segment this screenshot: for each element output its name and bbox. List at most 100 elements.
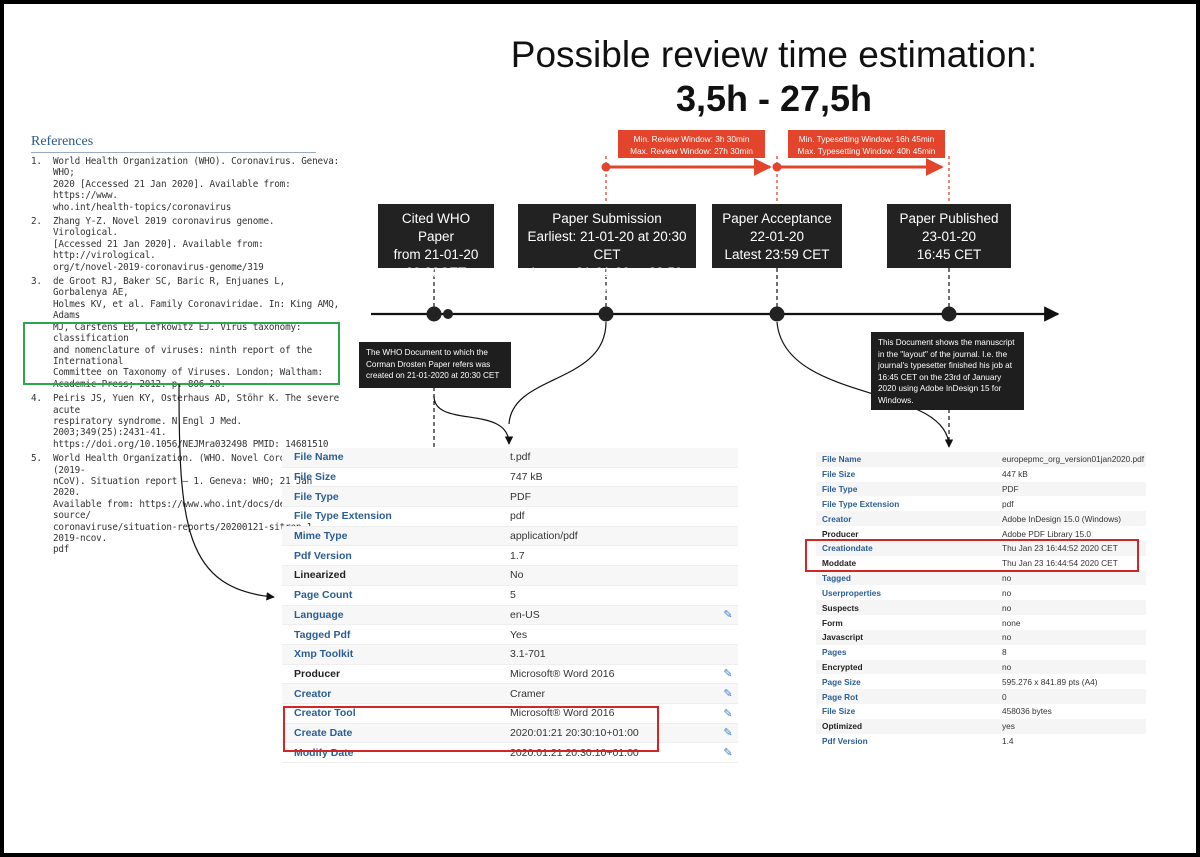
metadata-key: Page Size <box>822 676 861 687</box>
metadata-key: Tagged Pdf <box>282 624 510 645</box>
metadata-key: Creator <box>282 683 510 704</box>
reference-number: 5. <box>31 453 42 465</box>
metadata-value: No <box>510 565 718 586</box>
metadata-key: Optimized <box>816 718 1002 734</box>
metadata-value: no <box>1002 600 1146 616</box>
metadata-key: File Type Extension <box>822 498 900 509</box>
metadata-value: 747 kB <box>510 467 718 488</box>
metadata-value: europepmc_org_version01jan2020.pdf <box>1002 452 1146 467</box>
event-date: from 21-01-20 <box>393 247 479 262</box>
metadata-value: Adobe InDesign 15.0 (Windows) <box>1002 511 1146 527</box>
metadata-key: Suspects <box>816 600 1002 616</box>
timeline-graphics <box>178 156 1060 601</box>
metadata-value: pdf <box>510 506 718 527</box>
metadata-spacer <box>718 486 738 508</box>
reference-item: 4.Peiris JS, Yuen KY, Osterhaus AD, Stöh… <box>31 393 341 450</box>
metadata-value: PDF <box>510 486 718 508</box>
review-window-min: Min. Review Window: 3h 30min <box>633 134 750 144</box>
event-cited-who-paper: Cited WHO Paper from 21-01-20 20:30CET <box>378 204 494 280</box>
metadata-value: yes <box>1002 718 1146 734</box>
who-to-submission-arrow <box>433 395 514 445</box>
edit-icon[interactable]: ✎ <box>718 683 738 704</box>
metadata-key: Userproperties <box>822 587 882 598</box>
metadata-value: no <box>1002 629 1146 645</box>
metadata-value: en-US <box>510 605 718 626</box>
timeline-dot-published <box>941 306 957 322</box>
metadata-value: Microsoft® Word 2016 <box>510 664 718 685</box>
timeline-dot-acceptance <box>769 306 785 322</box>
reference-to-language-arrow <box>178 383 275 601</box>
reference-line: and nomenclature of viruses: ninth repor… <box>53 344 313 367</box>
metadata-spacer <box>718 448 738 468</box>
metadata-spacer <box>718 585 738 606</box>
timeline-dot-submission <box>598 306 614 322</box>
metadata-key: Encrypted <box>816 659 1002 675</box>
metadata-key: File Type <box>816 481 1002 497</box>
timeline-dot-who-small <box>443 309 453 319</box>
metadata-key: File Name <box>282 448 510 468</box>
edit-icon[interactable]: ✎ <box>718 605 738 626</box>
reference-item: 5. World Health Organization. (WHO. Novel… <box>31 453 341 556</box>
reference-item: 1.World Health Organization (WHO). Coron… <box>31 156 341 213</box>
metadata-key: Linearized <box>282 565 510 586</box>
metadata-value: Microsoft® Word 2016 <box>510 703 718 724</box>
metadata-spacer <box>718 506 738 527</box>
metadata-value: 2020:01:21 20:30:10+01:00 <box>510 723 718 744</box>
edit-icon[interactable]: ✎ <box>718 723 738 744</box>
metadata-key: Creator <box>816 511 1002 527</box>
who-document-note: The WHO Document to which the Corman Dro… <box>359 342 511 388</box>
metadata-key: Creator Tool <box>282 703 510 724</box>
event-paper-submission: Paper Submission Earliest: 21-01-20 at 2… <box>518 204 696 298</box>
reference-line: coronaviruse/situation-reports/20200121-… <box>53 521 318 544</box>
reference-line: World Health Organization. (WHO. Novel C… <box>53 453 323 476</box>
edit-icon[interactable]: ✎ <box>718 703 738 724</box>
reference-line: MJ, Carstens EB, Lefkowitz EJ. Virus tax… <box>53 321 302 345</box>
references-panel: References 1.World Health Organization (… <box>31 134 341 556</box>
event-earliest: Earliest: 21-01-20 at 20:30 CET <box>527 229 687 262</box>
metadata-key: Tagged <box>816 570 1002 586</box>
timeline-dot-who <box>426 306 442 322</box>
metadata-value: 8 <box>1002 647 1007 658</box>
metadata-key: File Name <box>816 452 1002 467</box>
edit-icon[interactable]: ✎ <box>718 742 738 763</box>
event-title: Cited WHO Paper <box>401 211 471 244</box>
reference-line: nCoV). Situation report – 1. Geneva: WHO… <box>53 475 313 499</box>
metadata-row: Userproperties no <box>816 585 1146 600</box>
metadata-spacer <box>718 565 738 586</box>
event-time: 20:30CET <box>405 265 467 280</box>
review-window-max: Max. Review Window: 27h 30min <box>630 146 753 156</box>
metadata-value: 5 <box>510 585 718 606</box>
submission-curve <box>508 321 607 425</box>
typesetting-window-box: Min. Typesetting Window: 16h 45min Max. … <box>788 130 945 158</box>
edit-icon[interactable]: ✎ <box>718 664 738 685</box>
metadata-value: 458036 bytes <box>1002 706 1052 717</box>
references-list: 1.World Health Organization (WHO). Coron… <box>31 156 341 556</box>
reference-5-highlight <box>23 322 340 385</box>
metadata-value: t.pdf <box>510 448 718 468</box>
metadata-key: Producer <box>282 664 510 685</box>
reference-line: Peiris JS, Yuen KY, Osterhaus AD, Stöhr … <box>53 393 340 416</box>
metadata-value: no <box>1002 587 1012 598</box>
metadata-value: 1.7 <box>510 545 718 567</box>
